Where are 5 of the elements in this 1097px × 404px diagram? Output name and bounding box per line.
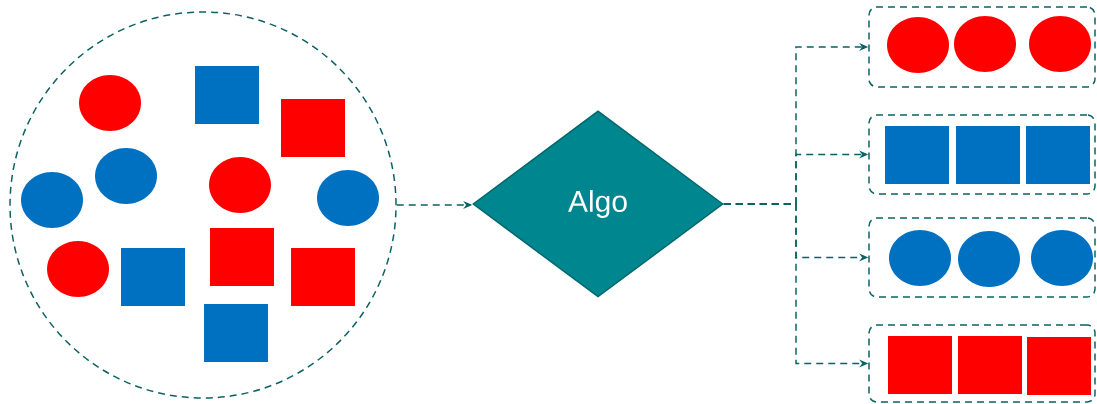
group-box <box>868 114 1096 195</box>
dashed-circle <box>9 11 397 399</box>
group-box <box>868 217 1096 298</box>
group-box <box>868 6 1096 88</box>
group-box <box>868 324 1096 403</box>
